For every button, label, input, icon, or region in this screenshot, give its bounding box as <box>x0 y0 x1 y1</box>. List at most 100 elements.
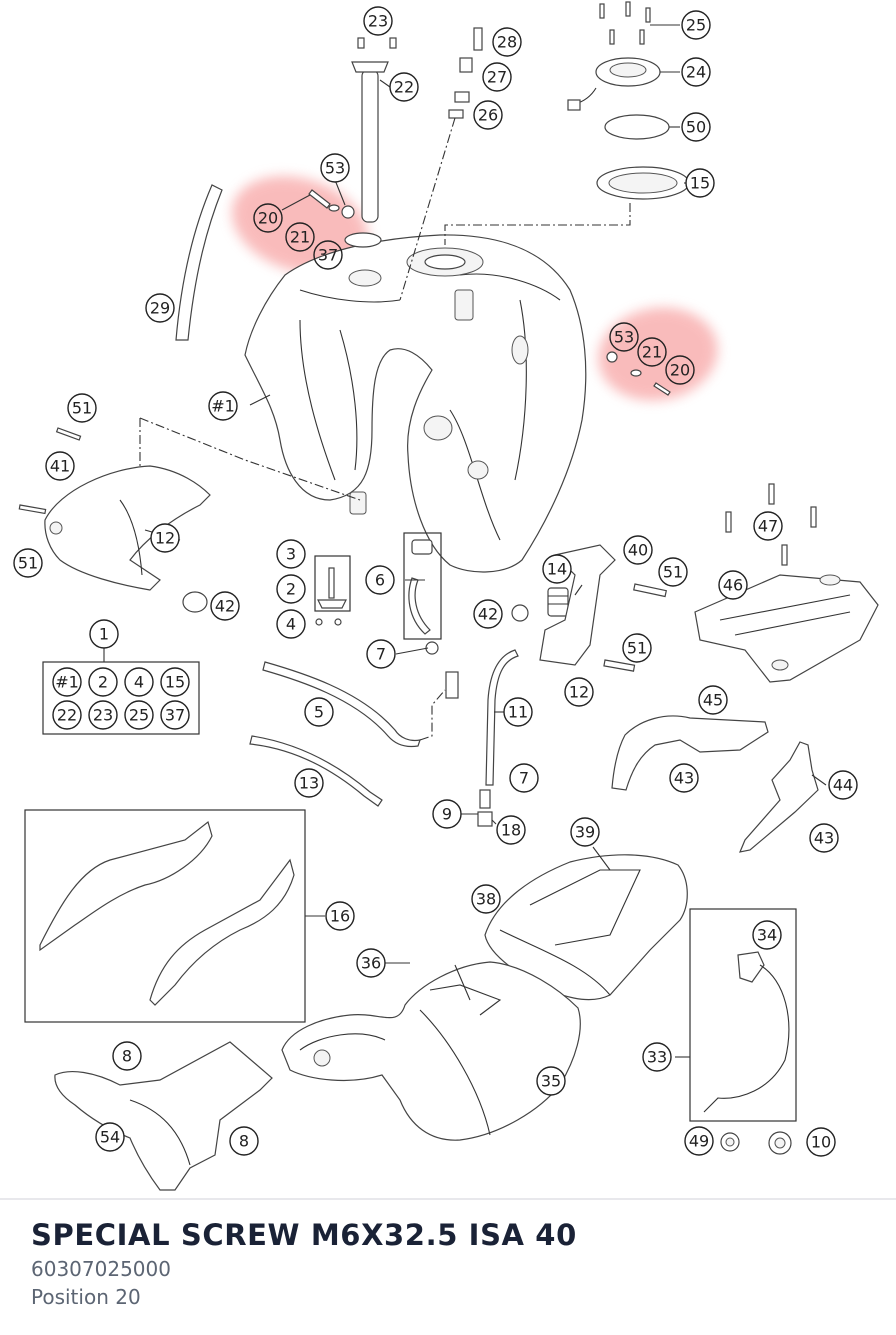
callout-44[interactable]: 44 <box>828 770 858 800</box>
fuel-tank[interactable] <box>244 234 587 573</box>
callout-25[interactable]: 25 <box>681 10 711 40</box>
kit-box-item-22[interactable]: 22 <box>52 700 82 730</box>
callout-2[interactable]: 2 <box>276 574 306 604</box>
callout-22[interactable]: 22 <box>389 72 419 102</box>
nut-right[interactable] <box>606 351 618 363</box>
callout-15[interactable]: 15 <box>685 168 715 198</box>
callout-53-right[interactable]: 53 <box>609 322 639 352</box>
callout-38[interactable]: 38 <box>471 884 501 914</box>
callout-3[interactable]: 3 <box>276 539 306 569</box>
fuel-tube[interactable] <box>485 649 519 786</box>
o-ring[interactable] <box>344 232 382 248</box>
callout-4[interactable]: 4 <box>276 609 306 639</box>
callout-20-right[interactable]: 20 <box>665 355 695 385</box>
rubber-buffer[interactable] <box>547 587 569 617</box>
fuel-line[interactable] <box>262 661 421 748</box>
gasket-ring[interactable] <box>604 114 670 140</box>
callout-49[interactable]: 49 <box>684 1126 714 1156</box>
filler-neck[interactable] <box>351 37 397 223</box>
callout-kit-1-tank[interactable]: #1 <box>208 391 238 421</box>
luggage-rack[interactable] <box>694 483 879 683</box>
callout-28[interactable]: 28 <box>492 27 522 57</box>
bolt-51-bracket[interactable] <box>633 583 668 598</box>
callout-10[interactable]: 10 <box>806 1127 836 1157</box>
callout-41[interactable]: 41 <box>45 451 75 481</box>
callout-26[interactable]: 26 <box>473 100 503 130</box>
washer-left[interactable] <box>328 204 340 212</box>
callout-40[interactable]: 40 <box>623 535 653 565</box>
fuel-hose-kit[interactable] <box>403 532 442 640</box>
grab-handle[interactable] <box>611 715 769 791</box>
callout-53-left[interactable]: 53 <box>320 153 350 183</box>
callout-36[interactable]: 36 <box>356 948 386 978</box>
callout-34[interactable]: 34 <box>752 920 782 950</box>
rider-seat[interactable] <box>281 961 581 1141</box>
callout-50[interactable]: 50 <box>681 112 711 142</box>
washer-right[interactable] <box>630 369 642 377</box>
bolt-51-lower[interactable] <box>603 659 636 672</box>
seal-ring[interactable] <box>511 604 529 622</box>
callout-21-left[interactable]: 21 <box>285 222 315 252</box>
underseat-tray[interactable] <box>54 1041 273 1191</box>
callout-27[interactable]: 27 <box>482 62 512 92</box>
kit-box-item-2[interactable]: 2 <box>88 667 118 697</box>
tank-bracket[interactable] <box>539 544 616 666</box>
fuel-cap-assembly[interactable] <box>567 1 661 111</box>
callout-42-center[interactable]: 42 <box>473 599 503 629</box>
seat-lock[interactable] <box>720 1131 792 1155</box>
callout-1[interactable]: 1 <box>89 619 119 649</box>
callout-11[interactable]: 11 <box>503 697 533 727</box>
callout-14[interactable]: 14 <box>542 554 572 584</box>
callout-46[interactable]: 46 <box>718 570 748 600</box>
tank-flange[interactable] <box>444 166 690 245</box>
rear-bracket[interactable] <box>739 741 819 853</box>
heat-shield-box[interactable] <box>24 809 306 1023</box>
callout-51-left[interactable]: 51 <box>13 548 43 578</box>
callout-7-upper[interactable]: 7 <box>366 639 396 669</box>
callout-51-lower[interactable]: 51 <box>622 633 652 663</box>
callout-45[interactable]: 45 <box>698 685 728 715</box>
breather-valve-parts[interactable] <box>399 27 483 301</box>
callout-21-right[interactable]: 21 <box>637 337 667 367</box>
special-screw-right[interactable] <box>653 382 671 396</box>
callout-24[interactable]: 24 <box>681 57 711 87</box>
callout-12-left[interactable]: 12 <box>150 523 180 553</box>
kit-box-item-25[interactable]: 25 <box>124 700 154 730</box>
fuel-level-sensor[interactable] <box>314 555 351 626</box>
callout-13[interactable]: 13 <box>294 768 324 798</box>
callout-35[interactable]: 35 <box>536 1066 566 1096</box>
callout-42-left[interactable]: 42 <box>210 591 240 621</box>
special-screw-left[interactable] <box>308 189 331 209</box>
vent-hose[interactable] <box>175 184 223 341</box>
fuel-connector[interactable] <box>445 671 493 827</box>
seat-lock-cable[interactable] <box>689 908 797 1122</box>
callout-9[interactable]: 9 <box>432 799 462 829</box>
callout-7-lower[interactable]: 7 <box>509 763 539 793</box>
callout-43-upper[interactable]: 43 <box>669 763 699 793</box>
rear-fuel-line[interactable] <box>249 735 383 807</box>
callout-8-lower[interactable]: 8 <box>229 1126 259 1156</box>
callout-47[interactable]: 47 <box>753 511 783 541</box>
nut-left[interactable] <box>341 205 355 219</box>
callout-33[interactable]: 33 <box>642 1042 672 1072</box>
callout-29[interactable]: 29 <box>145 293 175 323</box>
tank-side-cover-left[interactable] <box>18 427 211 591</box>
kit-box-item-4[interactable]: 4 <box>124 667 154 697</box>
callout-6[interactable]: 6 <box>365 565 395 595</box>
callout-16[interactable]: 16 <box>325 901 355 931</box>
callout-54[interactable]: 54 <box>95 1122 125 1152</box>
callout-18[interactable]: 18 <box>496 815 526 845</box>
callout-37[interactable]: 37 <box>313 240 343 270</box>
kit-box-item-15[interactable]: 15 <box>160 667 190 697</box>
callout-12-center[interactable]: 12 <box>564 677 594 707</box>
grommet-left[interactable] <box>182 591 208 613</box>
kit-box-item-tank[interactable]: #1 <box>52 667 82 697</box>
kit-box-item-23[interactable]: 23 <box>88 700 118 730</box>
callout-43-lower[interactable]: 43 <box>809 823 839 853</box>
callout-5[interactable]: 5 <box>304 697 334 727</box>
callout-39[interactable]: 39 <box>570 817 600 847</box>
callout-20-left[interactable]: 20 <box>253 203 283 233</box>
kit-box-item-37[interactable]: 37 <box>160 700 190 730</box>
callout-23[interactable]: 23 <box>363 6 393 36</box>
callout-8-upper[interactable]: 8 <box>112 1041 142 1071</box>
